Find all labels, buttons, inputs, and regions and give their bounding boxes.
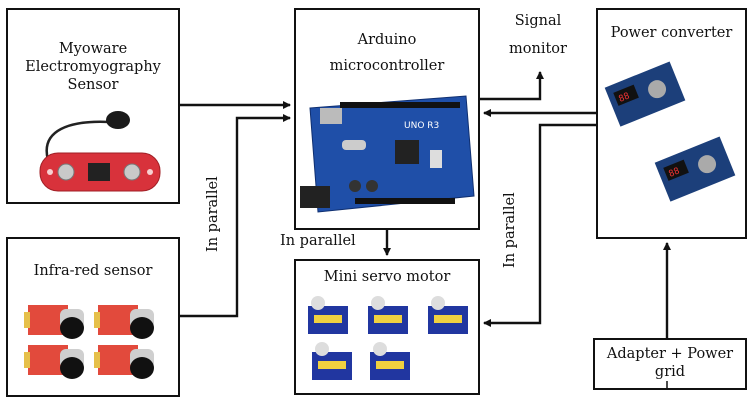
myoware-title-line2: Electromyography bbox=[25, 59, 161, 75]
servo-5 bbox=[370, 342, 410, 380]
power-title: Power converter bbox=[610, 25, 733, 41]
board-label: UNO R3 bbox=[404, 121, 439, 131]
edge-arduino-to-signal-monitor bbox=[480, 71, 544, 101]
in-parallel-mid-label: In parallel bbox=[280, 233, 356, 249]
edge-power-to-servo bbox=[483, 123, 596, 327]
adapter-title-line1: Adapter + Power bbox=[606, 346, 734, 362]
servo-2 bbox=[368, 296, 408, 334]
svg-text:88: 88 bbox=[618, 91, 632, 104]
servo-4 bbox=[312, 342, 352, 380]
adapter-title: Adapter + Power grid bbox=[593, 345, 747, 381]
myoware-title-line3: Sensor bbox=[67, 77, 119, 93]
converter-1: 88 bbox=[604, 61, 686, 127]
arduino-title: Arduino microcontroller bbox=[294, 31, 480, 75]
signal-monitor-label: Signal monitor bbox=[498, 12, 578, 58]
svg-text:88: 88 bbox=[668, 166, 682, 179]
converter-2: 88 bbox=[654, 136, 736, 202]
signal-label-line1: Signal bbox=[514, 13, 562, 29]
infrared-title: Infra-red sensor bbox=[33, 263, 153, 279]
adapter-box bbox=[593, 338, 747, 390]
edge-infrared-to-arduino bbox=[180, 114, 291, 318]
adapter-title-line2: grid bbox=[654, 364, 686, 380]
myoware-title: Myoware Electromyography Sensor bbox=[6, 40, 180, 94]
arduino-title-line2: microcontroller bbox=[329, 58, 445, 74]
signal-label-line2: monitor bbox=[509, 41, 567, 57]
servo-title: Mini servo motor bbox=[323, 269, 451, 285]
servo-1 bbox=[308, 296, 348, 334]
myoware-title-line1: Myoware bbox=[58, 41, 128, 57]
servo-3 bbox=[428, 296, 468, 334]
arduino-title-line1: Arduino bbox=[357, 32, 417, 48]
